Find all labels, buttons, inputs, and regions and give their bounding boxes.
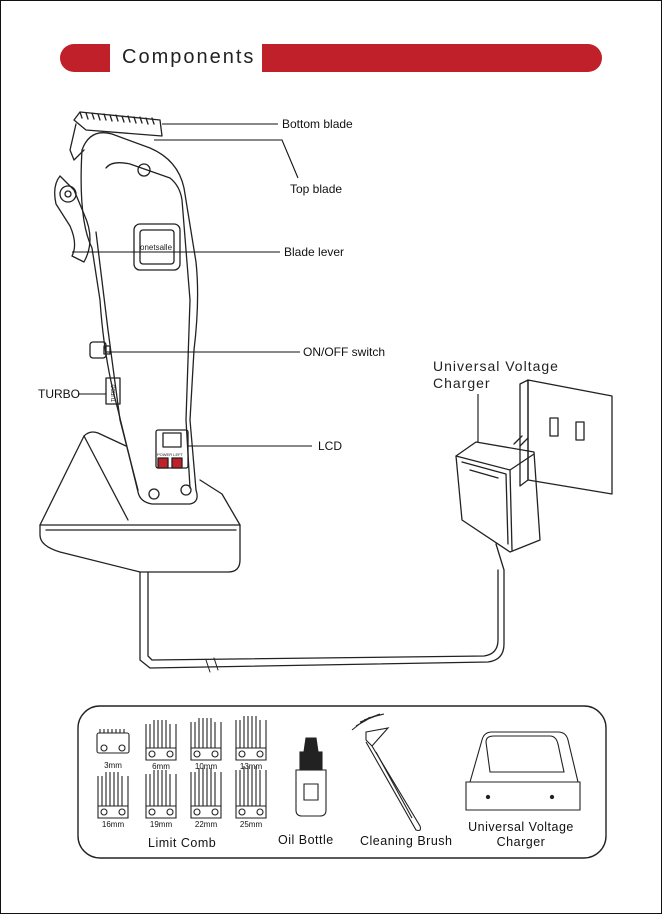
label-charger-line1: Universal Voltage (433, 358, 559, 375)
label-bottom-blade: Bottom blade (282, 117, 353, 131)
comb-size-label: 25mm (233, 820, 269, 829)
caption-charger-line1: Universal Voltage (462, 820, 580, 835)
brand-logo-text: onetsalle (140, 243, 173, 252)
comb-size-label: 3mm (95, 761, 131, 770)
comb-size-label: 10mm (188, 762, 224, 771)
comb-size-label: 6mm (143, 762, 179, 771)
comb-icon-22mm (191, 768, 221, 818)
caption-charger: Universal Voltage Charger (462, 820, 580, 850)
charging-base (40, 525, 240, 572)
charging-base-icon (466, 732, 580, 810)
comb-icon-10mm (191, 718, 221, 760)
caption-cleaning-brush: Cleaning Brush (360, 834, 452, 848)
oil-bottle-icon (296, 738, 326, 816)
comb-size-label: 13mm (233, 762, 269, 771)
power-left-text: POWER LEFT (157, 452, 184, 457)
label-top-blade: Top blade (290, 182, 342, 196)
wall-outlet (528, 380, 612, 494)
comb-icon-6mm (146, 720, 176, 760)
comb-icon-13mm (236, 716, 266, 760)
comb-icon-3mm (97, 729, 129, 753)
cleaning-brush-icon (352, 714, 421, 831)
caption-oil-bottle: Oil Bottle (278, 833, 334, 847)
label-charger-line2: Charger (433, 375, 559, 392)
caption-limit-comb: Limit Comb (148, 836, 216, 850)
label-turbo: TURBO (38, 387, 80, 401)
comb-size-label: 22mm (188, 820, 224, 829)
comb-icon-25mm (236, 766, 266, 818)
charger-cable (140, 544, 504, 668)
caption-charger-line2: Charger (462, 835, 580, 850)
label-charger: Universal Voltage Charger (433, 358, 559, 392)
comb-icon-19mm (146, 770, 176, 818)
turbo-badge-text: TURBO (111, 384, 117, 402)
comb-size-label: 16mm (95, 820, 131, 829)
label-onoff-switch: ON/OFF switch (303, 345, 385, 359)
clipper-body (81, 133, 197, 504)
label-blade-lever: Blade lever (284, 245, 344, 259)
comb-icon-16mm (98, 772, 128, 818)
blade-lever (55, 176, 90, 262)
comb-size-label: 19mm (143, 820, 179, 829)
label-lcd: LCD (318, 439, 342, 453)
leader-top-blade (154, 140, 298, 178)
